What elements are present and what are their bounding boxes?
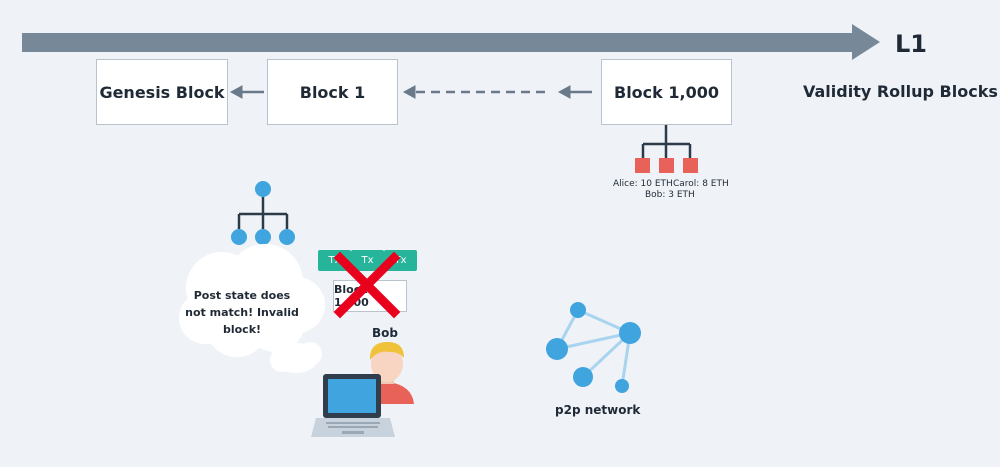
block-1000: Block 1,000 (601, 59, 732, 125)
state-alice: Alice: 10 ETH (613, 179, 673, 189)
tx-box: Tx (351, 250, 384, 271)
timeline-label: L1 (895, 30, 927, 58)
block-1: Block 1 (267, 59, 398, 125)
thought-line: Post state does (193, 289, 291, 302)
verifier-name: Bob (372, 326, 398, 340)
thought-line: not match! Invalid (185, 306, 299, 319)
timeline-arrow-icon (22, 24, 880, 60)
network-graph-icon (546, 302, 641, 393)
cloud-icon (179, 244, 325, 373)
laptop-icon (311, 374, 395, 437)
thought-text: Post state does not match! Invalid block… (182, 287, 302, 338)
tx-box: Tx (384, 250, 417, 271)
tx-box: Tx (318, 250, 351, 271)
network-label: p2p network (555, 403, 641, 417)
genesis-block: Genesis Block (96, 59, 228, 125)
timeline-caption: Validity Rollup Blocks (803, 82, 998, 101)
state-carol: Carol: 8 ETH (673, 179, 729, 189)
thought-line: block! (222, 323, 262, 336)
block-link-arrows (229, 85, 592, 99)
verifier-state-tree-icon (231, 181, 295, 245)
state-bob: Bob: 3 ETH (645, 190, 695, 200)
proposed-block: Block 1,000 (333, 280, 407, 312)
